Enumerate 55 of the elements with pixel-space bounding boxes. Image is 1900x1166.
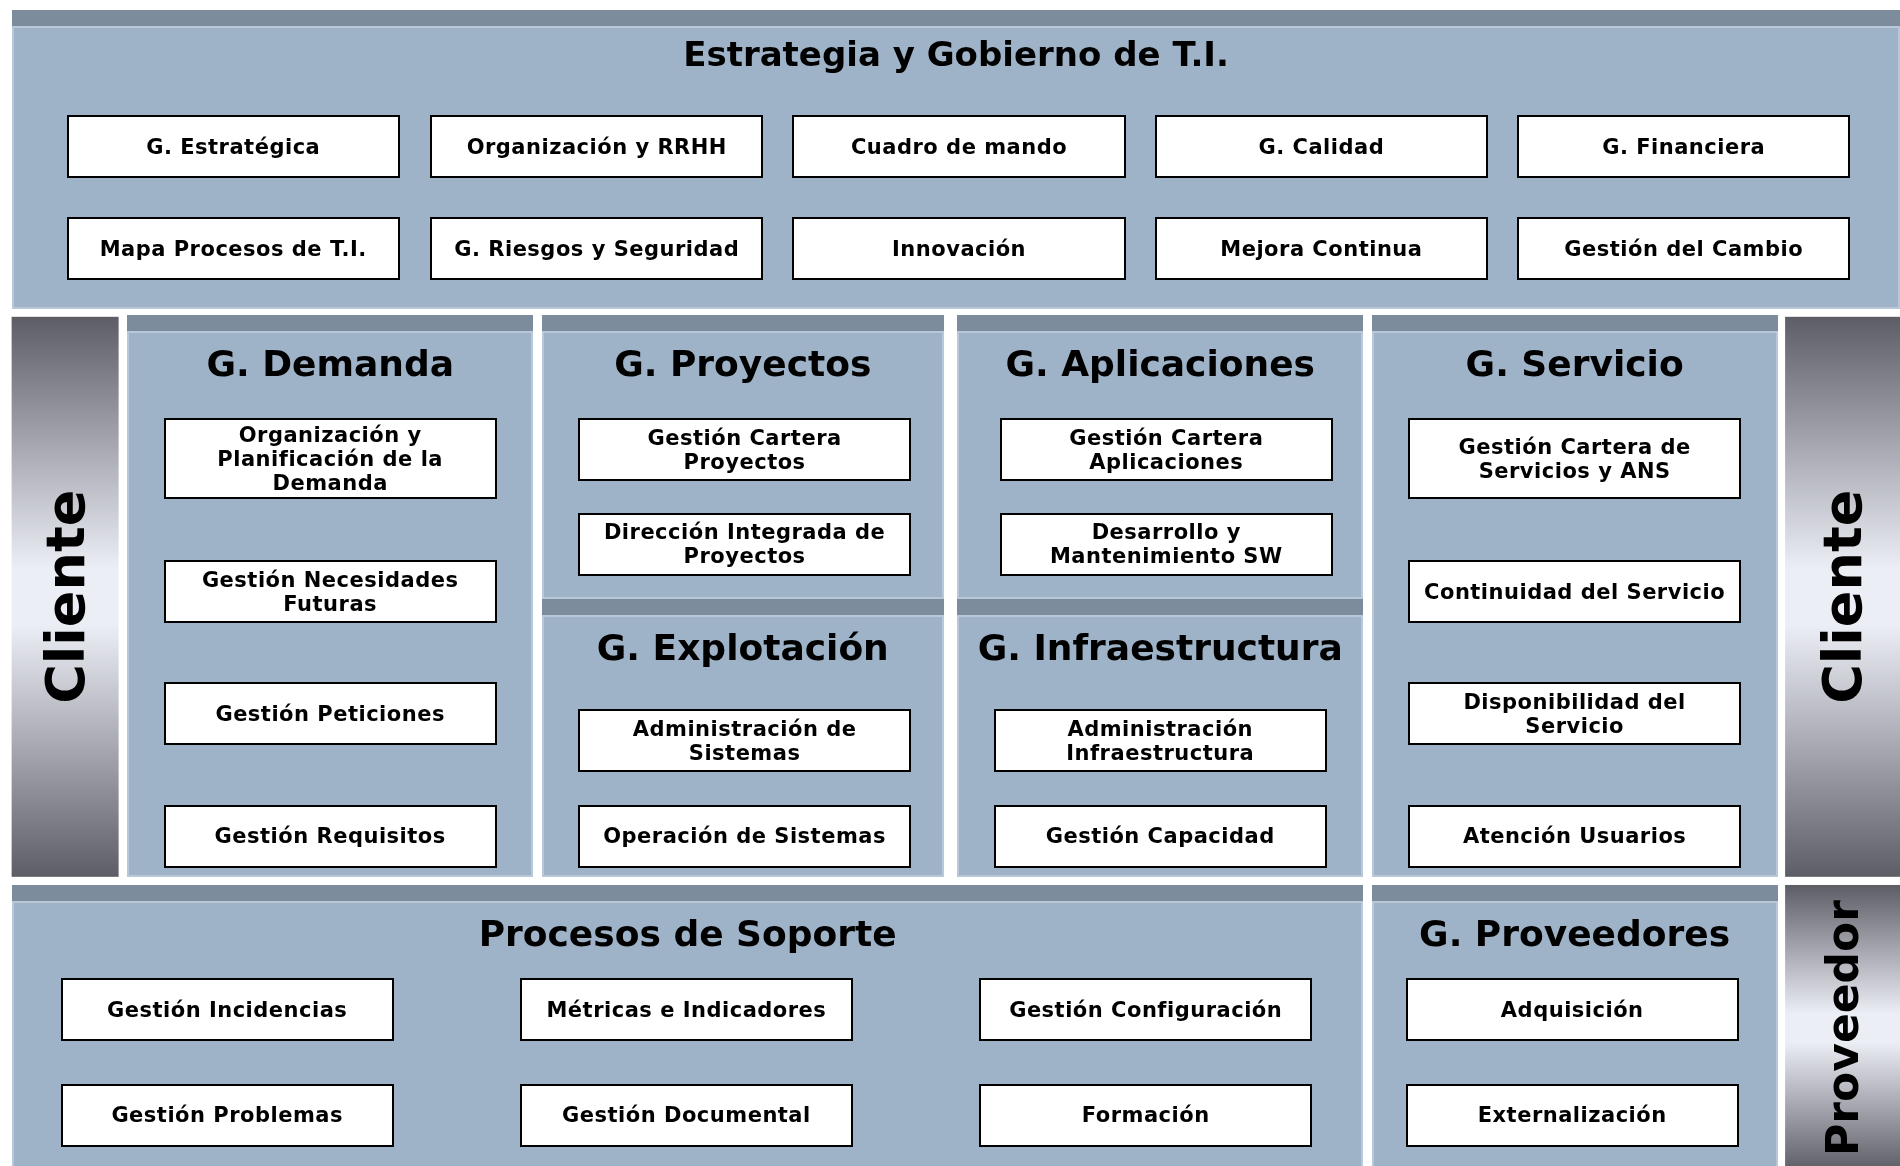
process-box: Disponibilidad del Servicio bbox=[1408, 682, 1742, 746]
process-box: Organización y Planificación de la Demanda bbox=[163, 418, 497, 500]
process-box: Innovación bbox=[792, 217, 1126, 281]
process-group-panel bbox=[957, 598, 1364, 878]
process-box: Atención Usuarios bbox=[1408, 804, 1742, 868]
panel-title: Procesos de Soporte bbox=[477, 912, 898, 954]
side-band: Cliente bbox=[12, 317, 119, 878]
process-box: Desarrollo y Mantenimiento SW bbox=[999, 512, 1333, 576]
process-box: Continuidad del Servicio bbox=[1408, 560, 1742, 624]
process-box: Formación bbox=[979, 1083, 1313, 1147]
process-box: Dirección Integrada de Proyectos bbox=[578, 512, 912, 576]
process-box: Gestión del Cambio bbox=[1517, 217, 1851, 281]
process-box: Cuadro de mando bbox=[792, 115, 1126, 179]
process-box: Gestión Peticiones bbox=[163, 682, 497, 746]
panel-title: G. Infraestructura bbox=[976, 626, 1344, 668]
side-band: Proveedor bbox=[1784, 884, 1900, 1166]
process-box: Gestión Problemas bbox=[60, 1083, 394, 1147]
panel-title: G. Aplicaciones bbox=[1004, 343, 1316, 385]
process-box: Gestión Cartera de Servicios y ANS bbox=[1408, 418, 1742, 500]
process-group-panel bbox=[541, 598, 944, 878]
panel-title: G. Proyectos bbox=[613, 343, 873, 385]
process-box: Mejora Continua bbox=[1154, 217, 1488, 281]
process-box: Gestión Incidencias bbox=[60, 978, 394, 1042]
process-box: G. Calidad bbox=[1154, 115, 1488, 179]
process-box: G. Riesgos y Seguridad bbox=[430, 217, 764, 281]
process-box: Gestión Documental bbox=[519, 1083, 854, 1147]
process-box: Métricas e Indicadores bbox=[519, 978, 854, 1042]
panel-title: G. Demanda bbox=[205, 343, 455, 385]
process-box: Gestión Cartera Proyectos bbox=[578, 418, 912, 482]
process-group-panel bbox=[1371, 884, 1778, 1166]
process-group-panel bbox=[957, 315, 1364, 599]
process-group-panel bbox=[127, 315, 534, 878]
process-box: Administración de Sistemas bbox=[578, 709, 912, 773]
process-box: Externalización bbox=[1405, 1083, 1739, 1147]
process-group-panel bbox=[1371, 315, 1778, 878]
panel-title: G. Explotación bbox=[595, 626, 890, 668]
process-group-panel bbox=[12, 884, 1364, 1166]
process-box: Mapa Procesos de T.I. bbox=[66, 217, 400, 281]
process-group-panel bbox=[541, 315, 944, 599]
process-box: Operación de Sistemas bbox=[578, 804, 912, 868]
process-box: Organización y RRHH bbox=[430, 115, 764, 179]
process-box: G. Financiera bbox=[1517, 115, 1851, 179]
process-box: Gestión Configuración bbox=[979, 978, 1313, 1042]
side-band: Cliente bbox=[1784, 317, 1900, 878]
process-group-panel bbox=[12, 9, 1900, 309]
panel-title: Estrategia y Gobierno de T.I. bbox=[682, 33, 1230, 74]
panel-title: G. Proveedores bbox=[1418, 912, 1732, 954]
panel-title: G. Servicio bbox=[1464, 343, 1685, 385]
process-box: Gestión Necesidades Futuras bbox=[163, 560, 497, 624]
process-box: Administración Infraestructura bbox=[993, 709, 1327, 773]
process-box: Gestión Capacidad bbox=[993, 804, 1327, 868]
process-box: Gestión Requisitos bbox=[163, 804, 497, 868]
process-box: Gestión Cartera Aplicaciones bbox=[999, 418, 1333, 482]
process-box: G. Estratégica bbox=[66, 115, 400, 179]
process-box: Adquisición bbox=[1405, 978, 1739, 1042]
